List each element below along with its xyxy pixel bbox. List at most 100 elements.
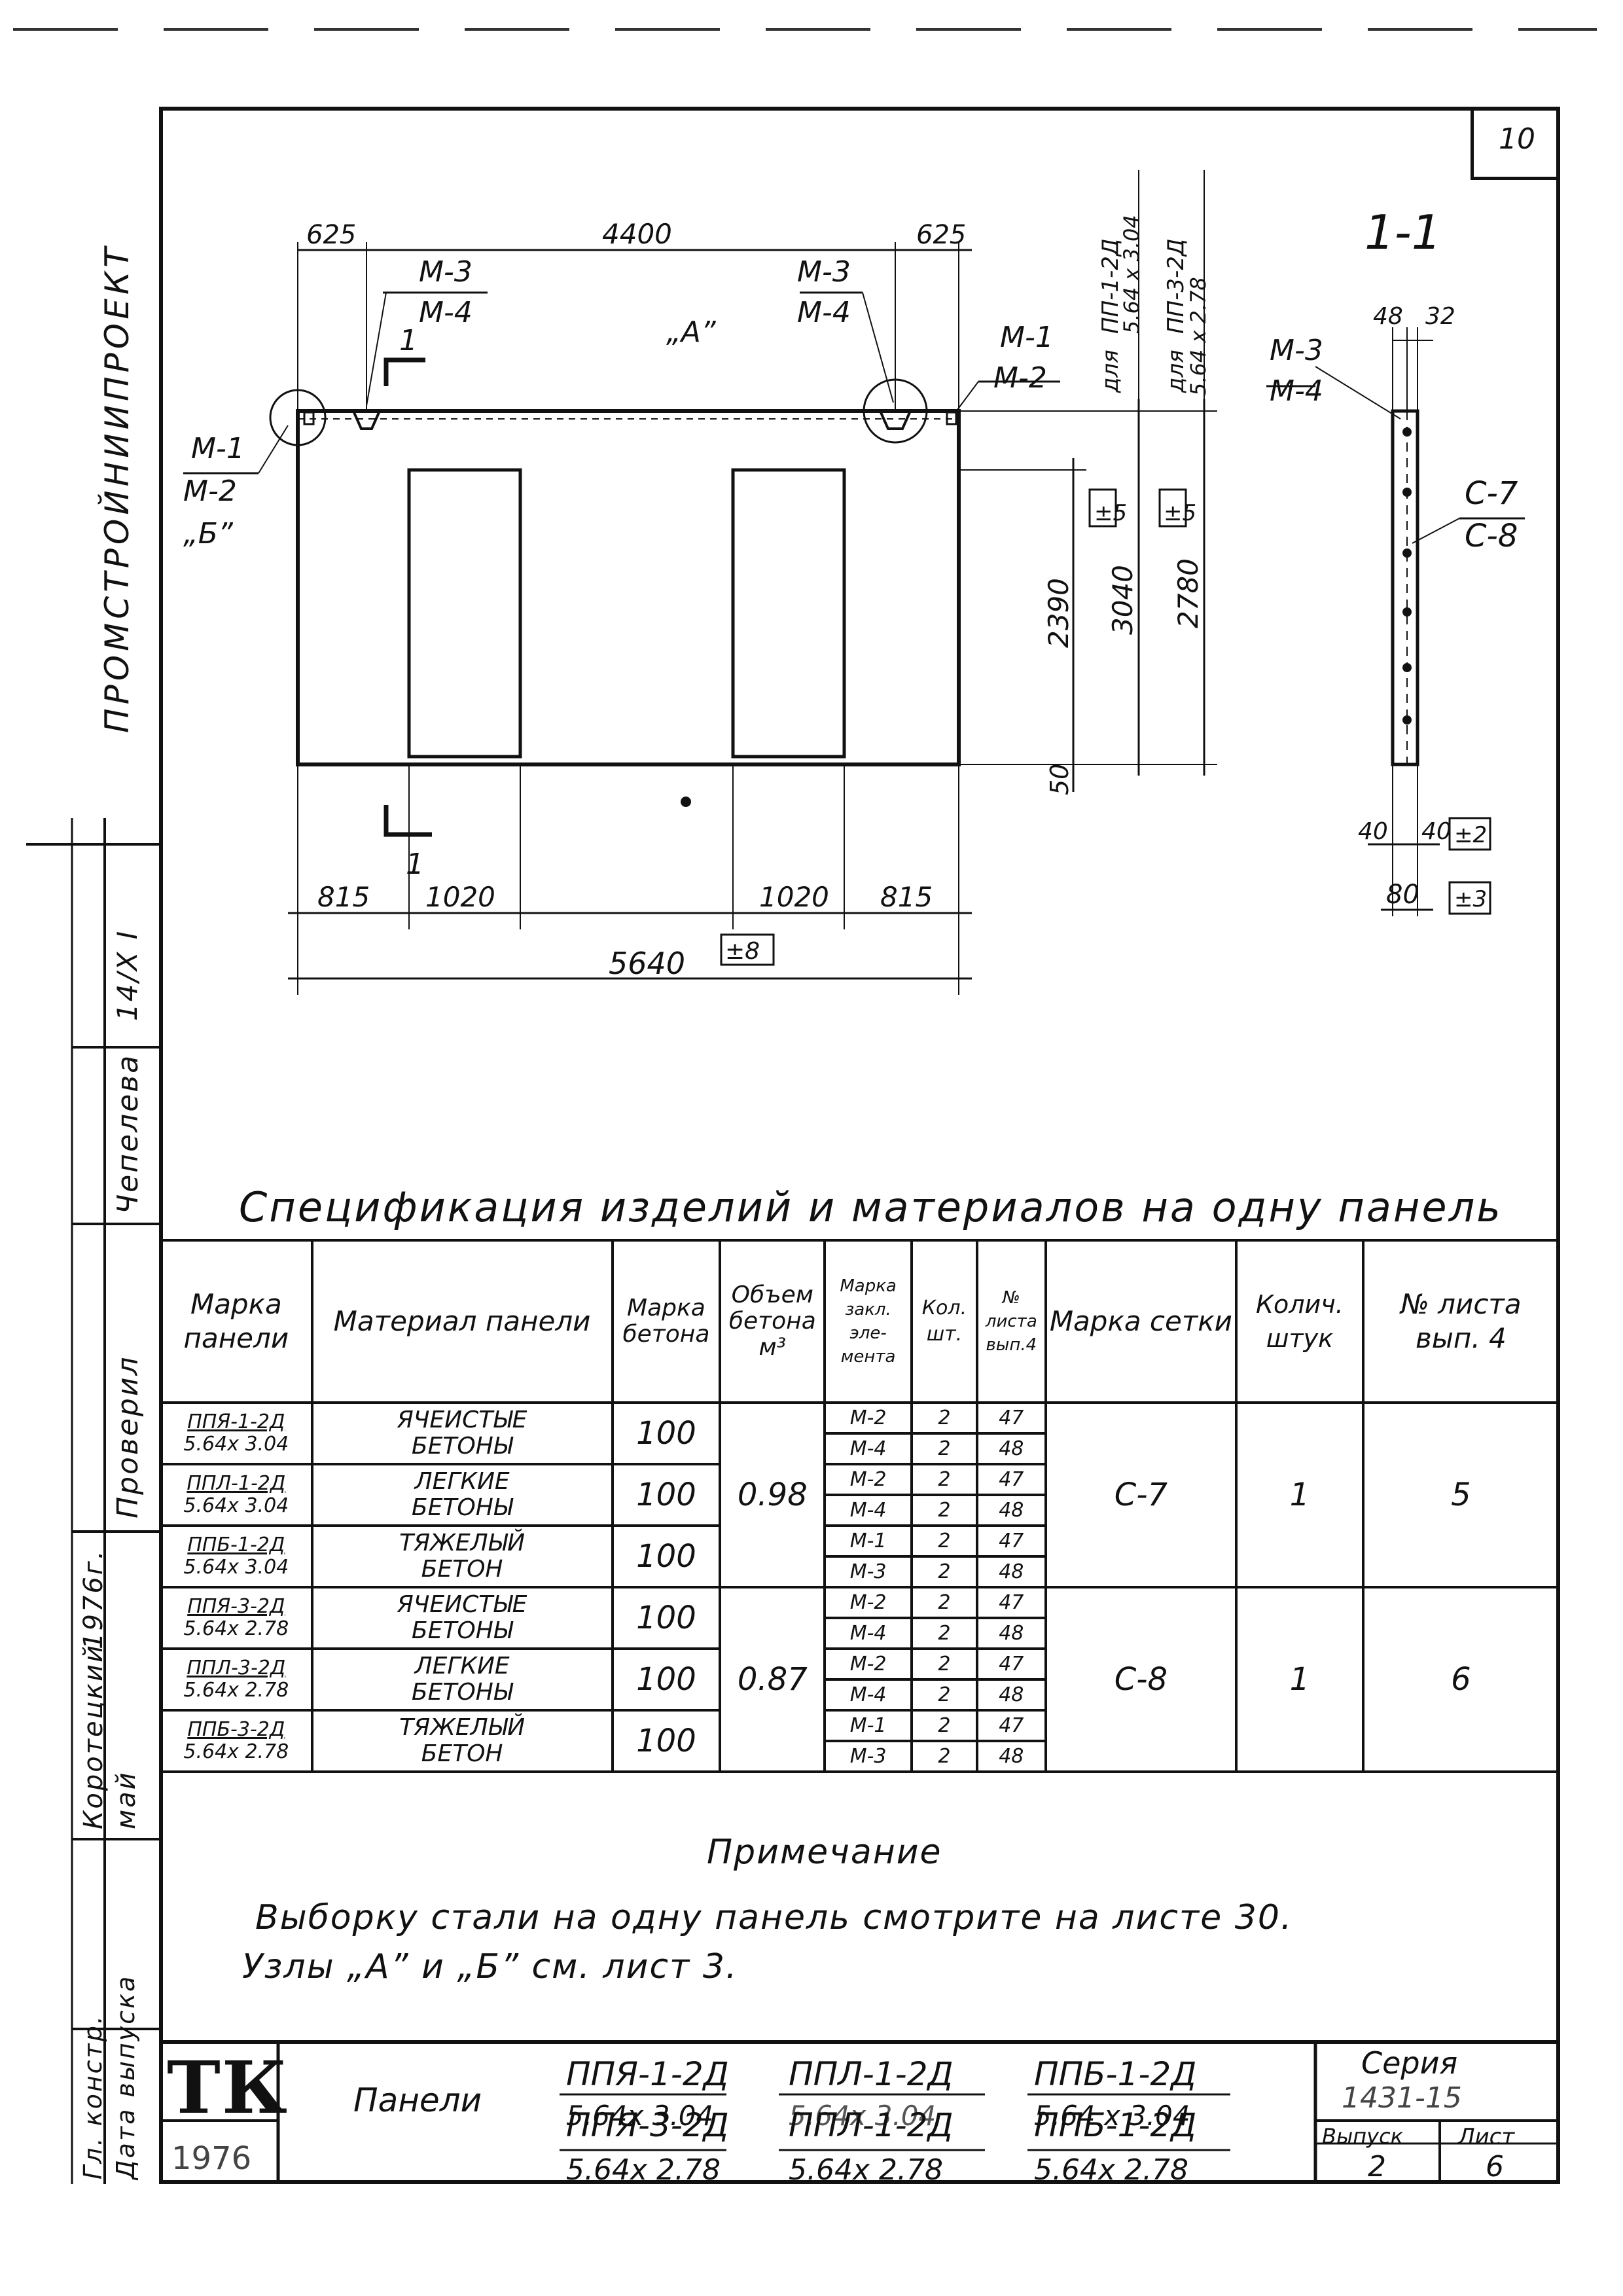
title-p5-top: ППЛ-1-2Д	[789, 2106, 954, 2144]
sec-dim-40a: 40	[1358, 818, 1388, 845]
embed-mark: М-4	[823, 1678, 914, 1712]
volume-cell: 0.98	[719, 1401, 827, 1588]
section-title: 1-1	[1364, 205, 1442, 260]
title-p6-bot: 5.64х 2.78	[1034, 2153, 1188, 2187]
sec-label-c7: С-7	[1465, 475, 1518, 512]
mesh-qty-cell: 1	[1235, 1401, 1364, 1588]
sec-tol-1: ±2	[1454, 822, 1487, 848]
hdr-mesh-qty: Колич. штук	[1235, 1239, 1364, 1404]
title-p2-bot: 5.64х 3.04	[789, 2100, 936, 2132]
embed-mark: М-4	[823, 1617, 914, 1650]
window-opening-left	[407, 468, 522, 759]
hdr-sheet: № листа вып.4	[975, 1239, 1047, 1404]
embed-sheet: 48	[975, 1494, 1047, 1527]
cut-mark-bottom: 1	[406, 848, 424, 881]
embed-mark: М-2	[823, 1647, 914, 1681]
embed-qty: 2	[910, 1678, 978, 1712]
hdr-volume: Объем бетона м³	[719, 1239, 827, 1404]
logo-tk: ТК	[167, 2045, 289, 2130]
embed-sheet: 47	[975, 1709, 1047, 1742]
note-line-1: Выборку стали на одну панель смотрите на…	[255, 1898, 1293, 1937]
panel-outline	[296, 409, 961, 766]
title-p1-top: ППЯ-1-2Д	[566, 2055, 729, 2093]
mesh-sheet-cell: 6	[1361, 1586, 1561, 1773]
dim-bottom-3: 1020	[759, 881, 829, 913]
title-p2-top: ППЛ-1-2Д	[789, 2055, 954, 2093]
mesh-qty-cell: 1	[1235, 1586, 1364, 1773]
embed-qty: 2	[910, 1432, 978, 1465]
embed-sheet: 47	[975, 1463, 1047, 1496]
embed-mark: М-3	[823, 1555, 914, 1588]
hdr-mesh: Марка сетки	[1044, 1239, 1238, 1404]
embed-qty: 2	[910, 1494, 978, 1527]
title-p4-bot: 5.64х 2.78	[566, 2153, 721, 2187]
embed-mark: М-2	[823, 1401, 914, 1435]
hdr-mark-panel: Марка панели	[159, 1239, 313, 1404]
concrete-cell: 100	[611, 1463, 722, 1527]
sec-label-m4: М-4	[1270, 374, 1323, 408]
dim-height-b: 2780	[1172, 558, 1204, 628]
mesh-cell: С-8	[1044, 1586, 1238, 1773]
notes-title: Примечание	[707, 1833, 942, 1872]
hdr-concrete: Марка бетона	[611, 1239, 722, 1404]
title-p6-top: ППБ-1-2Д	[1034, 2106, 1197, 2144]
label-m2-right: М-2	[993, 361, 1047, 395]
concrete-cell: 100	[611, 1586, 722, 1650]
series-label: Серия	[1361, 2045, 1458, 2081]
label-m2-left: М-2	[183, 475, 237, 508]
for-pp3-c: 5.64 х 2.78	[1186, 277, 1211, 396]
spec-title: Спецификация изделий и материалов на одн…	[239, 1183, 1503, 1231]
embed-sheet: 47	[975, 1401, 1047, 1435]
dim-top-1: 625	[306, 220, 356, 250]
sheet-value: 6	[1486, 2150, 1504, 2183]
note-line-2: Узлы „А” и „Б” см. лист 3.	[242, 1947, 738, 1986]
embed-sheet: 48	[975, 1432, 1047, 1465]
volume-cell: 0.87	[719, 1586, 827, 1773]
title-block	[159, 2040, 1560, 2184]
section-outline	[1391, 409, 1419, 766]
tol-h1: ±5	[1094, 500, 1127, 526]
tol-width: ±8	[725, 938, 760, 965]
title-p3-bot: 5.64 х 3.04	[1034, 2100, 1190, 2132]
for-pp1-c: 5.64 х 3.04	[1119, 215, 1144, 334]
title-p1-bot: 5.64х 3.04	[566, 2100, 714, 2132]
tol-h2: ±5	[1164, 500, 1196, 526]
embed-qty: 2	[910, 1586, 978, 1619]
embed-qty: 2	[910, 1617, 978, 1650]
mesh-cell: С-7	[1044, 1401, 1238, 1588]
label-m1-right: М-1	[1000, 321, 1054, 354]
sec-label-c8: С-8	[1465, 518, 1518, 554]
title-p4-top: ППЯ-3-2Д	[566, 2106, 729, 2144]
embed-qty: 2	[910, 1740, 978, 1773]
embed-sheet: 48	[975, 1740, 1047, 1773]
dim-height-a: 3040	[1107, 565, 1139, 635]
embed-qty: 2	[910, 1555, 978, 1588]
hdr-mesh-sheet: № листа вып. 4	[1361, 1239, 1561, 1404]
sec-dim-40b: 40	[1421, 818, 1452, 845]
sec-dim-48: 48	[1373, 303, 1403, 330]
concrete-cell: 100	[611, 1401, 722, 1465]
series-value: 1431-15	[1342, 2081, 1462, 2115]
dim-total-width: 5640	[609, 946, 685, 981]
title-label: Панели	[353, 2081, 482, 2119]
embed-mark: М-1	[823, 1524, 914, 1558]
panel-drawing: 625 4400 625 М-3 М-4 М-3 М-4 „А” М-1 М-2…	[183, 170, 1525, 995]
stamp-name-2: Коротецкий	[79, 1643, 109, 1829]
sheet-number: 10	[1471, 107, 1560, 180]
dim-bottom-1: 815	[317, 881, 370, 913]
embed-qty: 2	[910, 1647, 978, 1681]
issue-label: Выпуск	[1322, 2124, 1403, 2149]
sec-tol-2: ±3	[1454, 886, 1487, 912]
embed-sheet: 48	[975, 1617, 1047, 1650]
embed-mark: М-4	[823, 1432, 914, 1465]
embed-sheet: 48	[975, 1678, 1047, 1712]
mesh-sheet-cell: 5	[1361, 1401, 1561, 1588]
